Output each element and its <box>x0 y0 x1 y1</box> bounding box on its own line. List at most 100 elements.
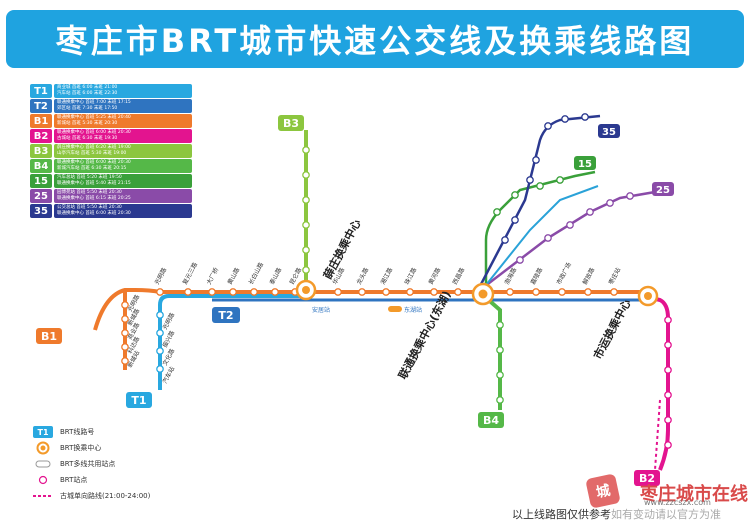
station-marker[interactable] <box>334 288 342 296</box>
station-marker[interactable] <box>664 341 672 349</box>
station-marker[interactable] <box>302 221 310 229</box>
station-marker[interactable] <box>584 288 592 296</box>
station-marker[interactable] <box>121 329 129 337</box>
station-marker[interactable] <box>566 221 574 229</box>
station-marker[interactable] <box>121 301 129 309</box>
station-marker[interactable] <box>511 216 519 224</box>
legend-key-row: BRT换乘中心 <box>32 440 150 456</box>
station-marker[interactable] <box>664 366 672 374</box>
station-marker[interactable] <box>121 343 129 351</box>
hub-liantong[interactable] <box>471 282 495 306</box>
station-marker[interactable] <box>358 288 366 296</box>
hub-shicheng[interactable] <box>637 285 659 307</box>
station-marker[interactable] <box>302 196 310 204</box>
watermark-site-name: 枣庄城市在线 <box>640 484 748 505</box>
schedule-line-text: 山亭汽车站 首班 5:30 末班 19:00 <box>57 151 127 156</box>
station-marker[interactable] <box>496 371 504 379</box>
map-title: 枣庄市BRT城市快速公交线及换乘线路图 <box>55 22 695 60</box>
station-marker[interactable] <box>156 288 164 296</box>
station-marker[interactable] <box>544 122 552 130</box>
badge-15[interactable]: 15 <box>574 156 596 170</box>
station-marker[interactable] <box>302 266 310 274</box>
svg-text:T1: T1 <box>37 428 48 437</box>
station-marker[interactable] <box>250 288 258 296</box>
badge-B1[interactable]: B1 <box>36 328 62 344</box>
station-marker[interactable] <box>532 156 540 164</box>
station-marker[interactable] <box>184 288 192 296</box>
badge-T1[interactable]: T1 <box>126 392 152 408</box>
station-marker[interactable] <box>382 288 390 296</box>
station-marker[interactable] <box>501 236 509 244</box>
station-marker[interactable] <box>532 288 540 296</box>
station-marker[interactable] <box>406 288 414 296</box>
schedule-line-badge: B3 <box>30 144 52 158</box>
station-marker[interactable] <box>496 321 504 329</box>
station-marker[interactable] <box>454 288 462 296</box>
station-marker[interactable] <box>581 113 589 121</box>
station-label: 解放路 <box>581 266 597 286</box>
station-marker[interactable] <box>493 208 501 216</box>
station-marker[interactable] <box>544 234 552 242</box>
station-marker[interactable] <box>506 288 514 296</box>
station-label: 黄山路 <box>226 266 242 286</box>
schedule-line-badge: 35 <box>30 204 52 218</box>
station-label: 长白山路 <box>247 261 265 286</box>
hub-xuezhuang[interactable] <box>295 279 317 301</box>
badge-T2[interactable]: T2 <box>212 307 240 323</box>
station-marker[interactable] <box>121 315 129 323</box>
station-marker[interactable] <box>516 256 524 264</box>
station-marker[interactable] <box>302 171 310 179</box>
station-icon <box>32 475 54 485</box>
station-marker[interactable] <box>664 441 672 449</box>
station-marker[interactable] <box>430 288 438 296</box>
station-marker[interactable] <box>664 316 672 324</box>
station-marker[interactable] <box>121 357 129 365</box>
station-marker[interactable] <box>302 146 310 154</box>
badge-B2[interactable]: B2 <box>634 470 660 486</box>
station-marker[interactable] <box>156 365 164 373</box>
legend-key-text: BRT换乘中心 <box>60 444 102 452</box>
station-marker[interactable] <box>561 115 569 123</box>
station-marker[interactable] <box>156 347 164 355</box>
schedule-line-badge: B1 <box>30 114 52 128</box>
legend-key-row: 古城单向路线(21:00-24:00) <box>32 488 150 504</box>
station-marker[interactable] <box>610 288 618 296</box>
station-marker[interactable] <box>626 192 634 200</box>
schedule-line-badge: B4 <box>30 159 52 173</box>
station-marker[interactable] <box>496 396 504 404</box>
station-marker[interactable] <box>586 208 594 216</box>
line-35-path <box>476 114 601 291</box>
station-marker[interactable] <box>302 246 310 254</box>
station-marker[interactable] <box>156 329 164 337</box>
station-marker[interactable] <box>556 176 564 184</box>
station-marker[interactable] <box>526 176 534 184</box>
title-banner: 枣庄市BRT城市快速公交线及换乘线路图 <box>6 10 744 68</box>
station-marker[interactable] <box>208 288 216 296</box>
station-marker[interactable] <box>536 182 544 190</box>
station-marker[interactable] <box>664 391 672 399</box>
station-marker[interactable] <box>606 199 614 207</box>
badge-B3[interactable]: B3 <box>278 115 304 131</box>
station-marker[interactable] <box>511 191 519 199</box>
station-marker[interactable] <box>558 288 566 296</box>
legend-key-text: BRT多线共用站点 <box>60 460 116 468</box>
badge-35[interactable]: 35 <box>598 124 620 138</box>
station-marker[interactable] <box>229 288 237 296</box>
station-label: 龙头路 <box>355 266 371 286</box>
badge-B4[interactable]: B4 <box>478 412 504 428</box>
station-marker[interactable] <box>664 416 672 424</box>
schedule-line-badge: B2 <box>30 129 52 143</box>
station-marker[interactable] <box>271 288 279 296</box>
station-marker[interactable] <box>496 346 504 354</box>
badge-25[interactable]: 25 <box>652 182 674 196</box>
station-marker[interactable] <box>156 311 164 319</box>
